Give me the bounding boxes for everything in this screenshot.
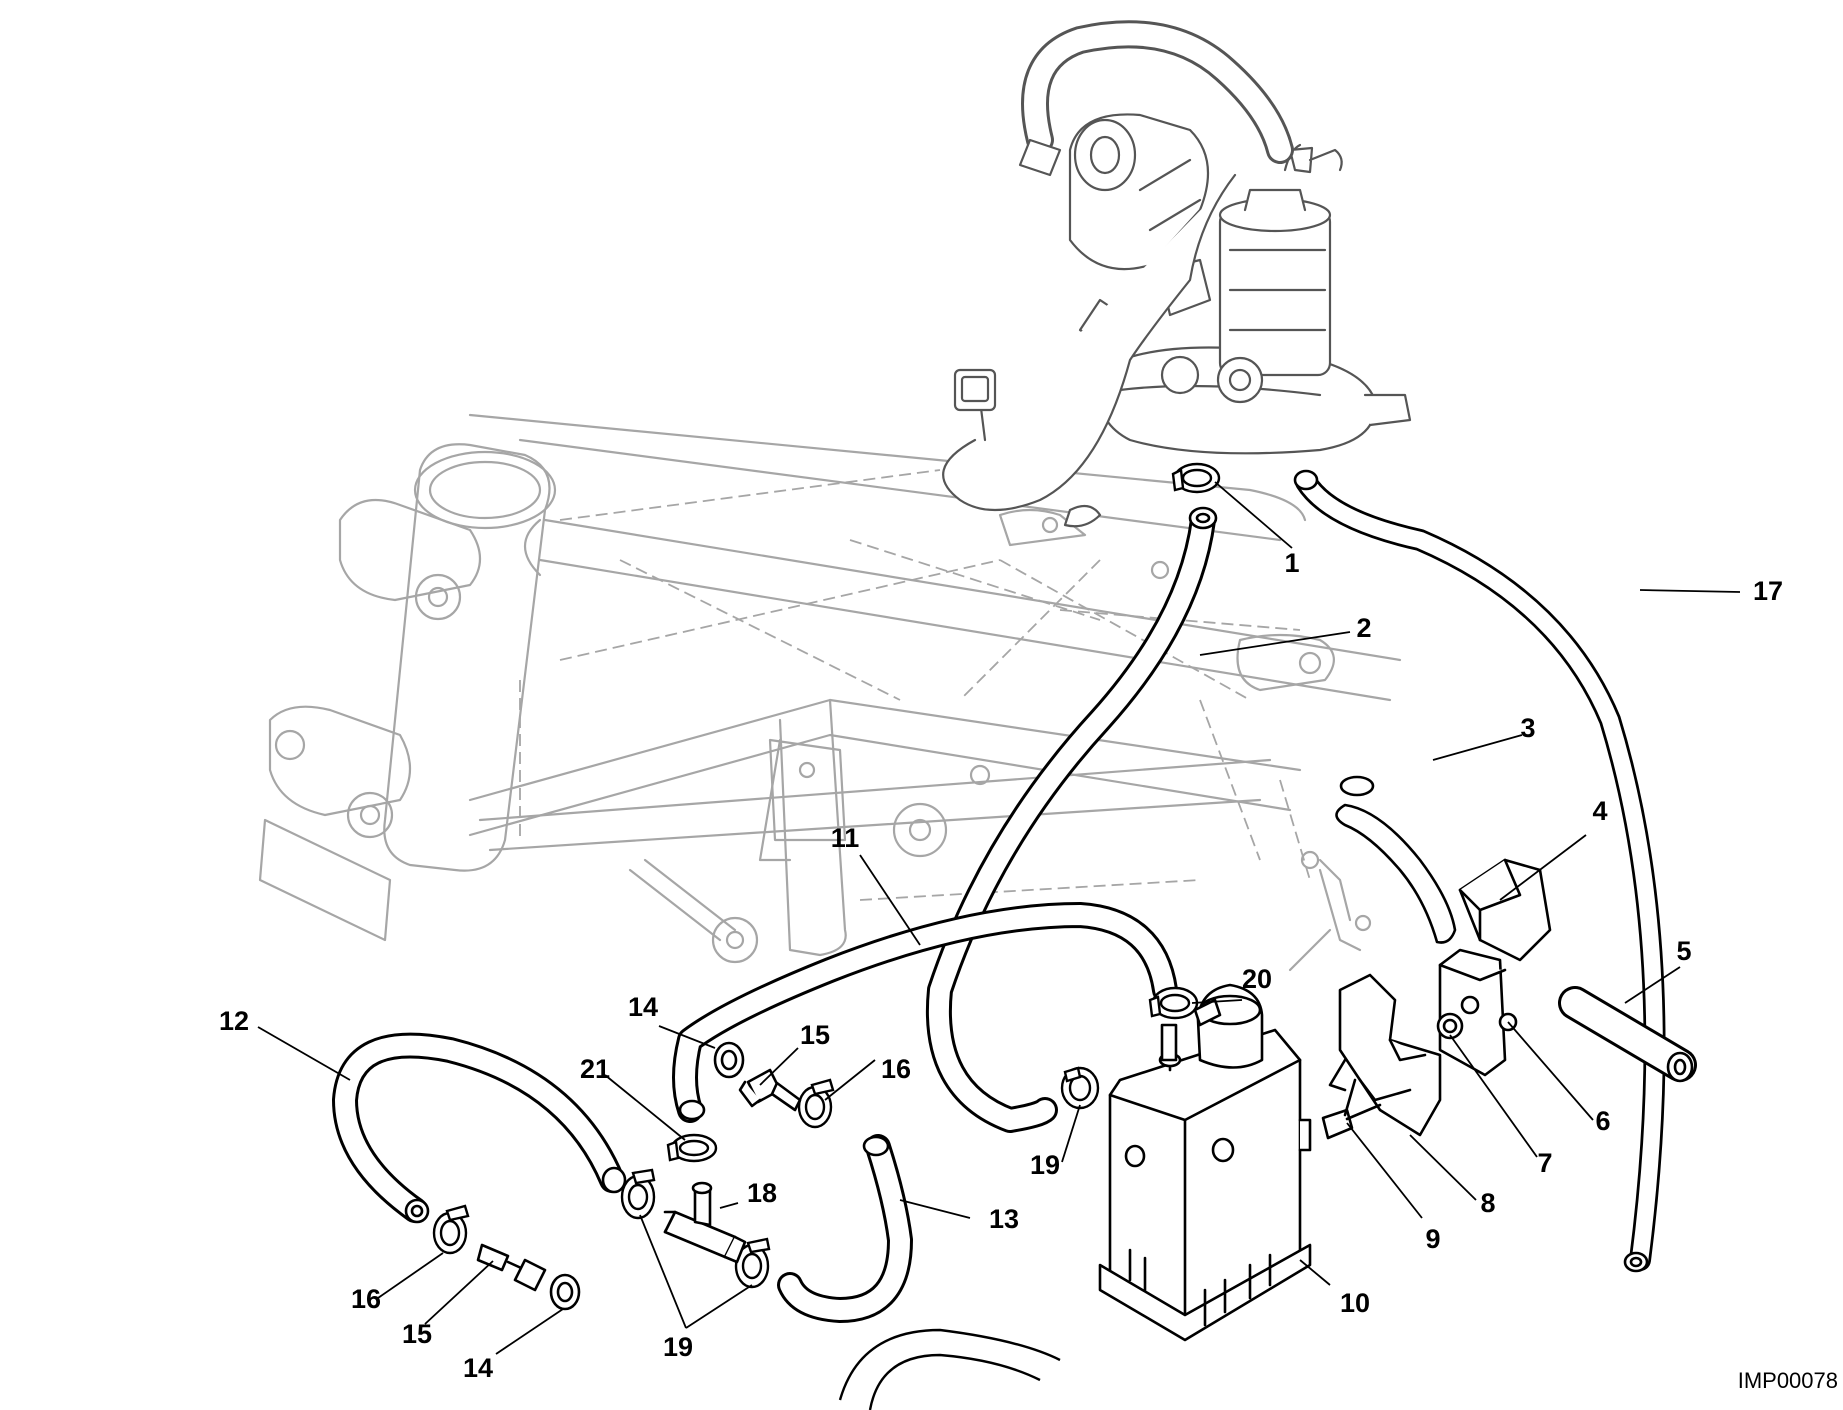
- clamp-16-lower: [432, 1204, 470, 1255]
- callout-4: 4: [1592, 796, 1607, 826]
- callout-21: 21: [580, 1054, 610, 1084]
- clamp-19-left-b: [734, 1237, 771, 1289]
- callout-20: 20: [1242, 964, 1272, 994]
- vapour-canister: [1098, 983, 1312, 1342]
- callout-3: 3: [1520, 713, 1535, 743]
- callout-17: 17: [1753, 576, 1783, 606]
- callout-7: 7: [1537, 1148, 1552, 1178]
- connector-15-lower: [476, 1243, 547, 1292]
- callout-6: 6: [1595, 1106, 1610, 1136]
- connector-15-upper: [738, 1068, 802, 1112]
- callout-11: 11: [831, 823, 860, 853]
- tee-18: [663, 1181, 747, 1264]
- callout-2: 2: [1356, 613, 1371, 643]
- callout-9: 9: [1425, 1224, 1440, 1254]
- fittings: [476, 1041, 802, 1311]
- callout-labels: 1 2 3 4 5 6 7 8 9 10 11 12 13 14 14 15 1…: [219, 548, 1838, 1393]
- callout-15-upper: 15: [800, 1020, 830, 1050]
- clamp-19-right: [1060, 1066, 1100, 1110]
- leader-lines: [257, 481, 1741, 1355]
- callout-5: 5: [1676, 936, 1691, 966]
- drawing-code: IMP00078: [1738, 1368, 1838, 1393]
- clamp-16-upper: [797, 1078, 835, 1129]
- callout-19-left: 19: [663, 1332, 693, 1362]
- callout-19-right: 19: [1030, 1150, 1060, 1180]
- callout-13: 13: [989, 1204, 1019, 1234]
- callout-14-upper: 14: [628, 992, 658, 1022]
- callout-1: 1: [1284, 548, 1299, 578]
- hoses: [332, 469, 1697, 1410]
- washer-14-lower: [549, 1273, 581, 1311]
- callout-16-upper: 16: [881, 1054, 911, 1084]
- callout-16-lower: 16: [351, 1284, 381, 1314]
- clamp-20: [1148, 986, 1199, 1020]
- callout-14-lower: 14: [463, 1353, 493, 1383]
- clamp-19-left-a: [620, 1168, 656, 1220]
- motorcycle-frame: [258, 413, 1402, 972]
- clamp-1: [1171, 462, 1221, 494]
- callout-18: 18: [747, 1178, 777, 1208]
- hose-clamps: [432, 462, 1221, 1289]
- callout-10: 10: [1340, 1288, 1370, 1318]
- callout-15-lower: 15: [402, 1319, 432, 1349]
- fuel-pump-assembly: [942, 20, 1412, 528]
- washer-14-upper: [713, 1041, 745, 1079]
- callout-12: 12: [219, 1006, 249, 1036]
- clamp-21: [666, 1133, 718, 1163]
- callout-8: 8: [1480, 1188, 1495, 1218]
